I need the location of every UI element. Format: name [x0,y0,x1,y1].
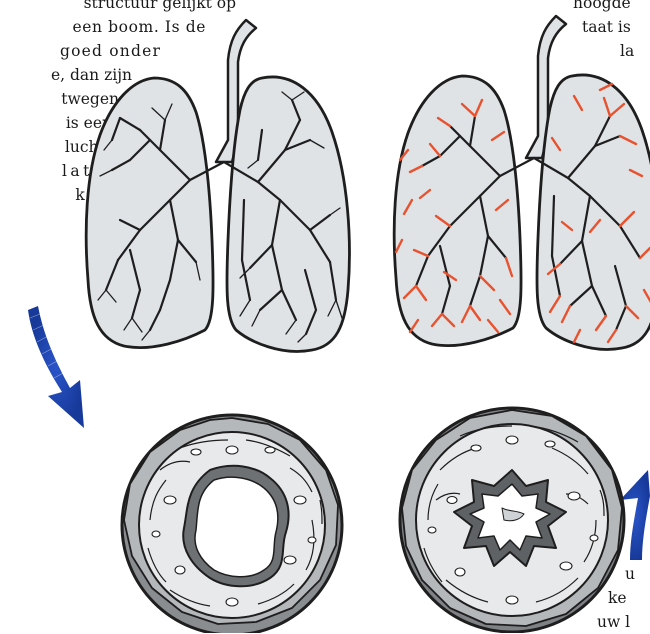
inflamed-left-lobe [394,76,521,346]
healthy-airway-cross-section [122,415,342,633]
healthy-lungs [86,20,349,351]
inflamed-airway-cross-section [400,408,624,632]
blue-arrow-left [28,306,84,428]
inflamed-lungs [394,16,650,349]
healthy-left-lobe [86,78,213,348]
